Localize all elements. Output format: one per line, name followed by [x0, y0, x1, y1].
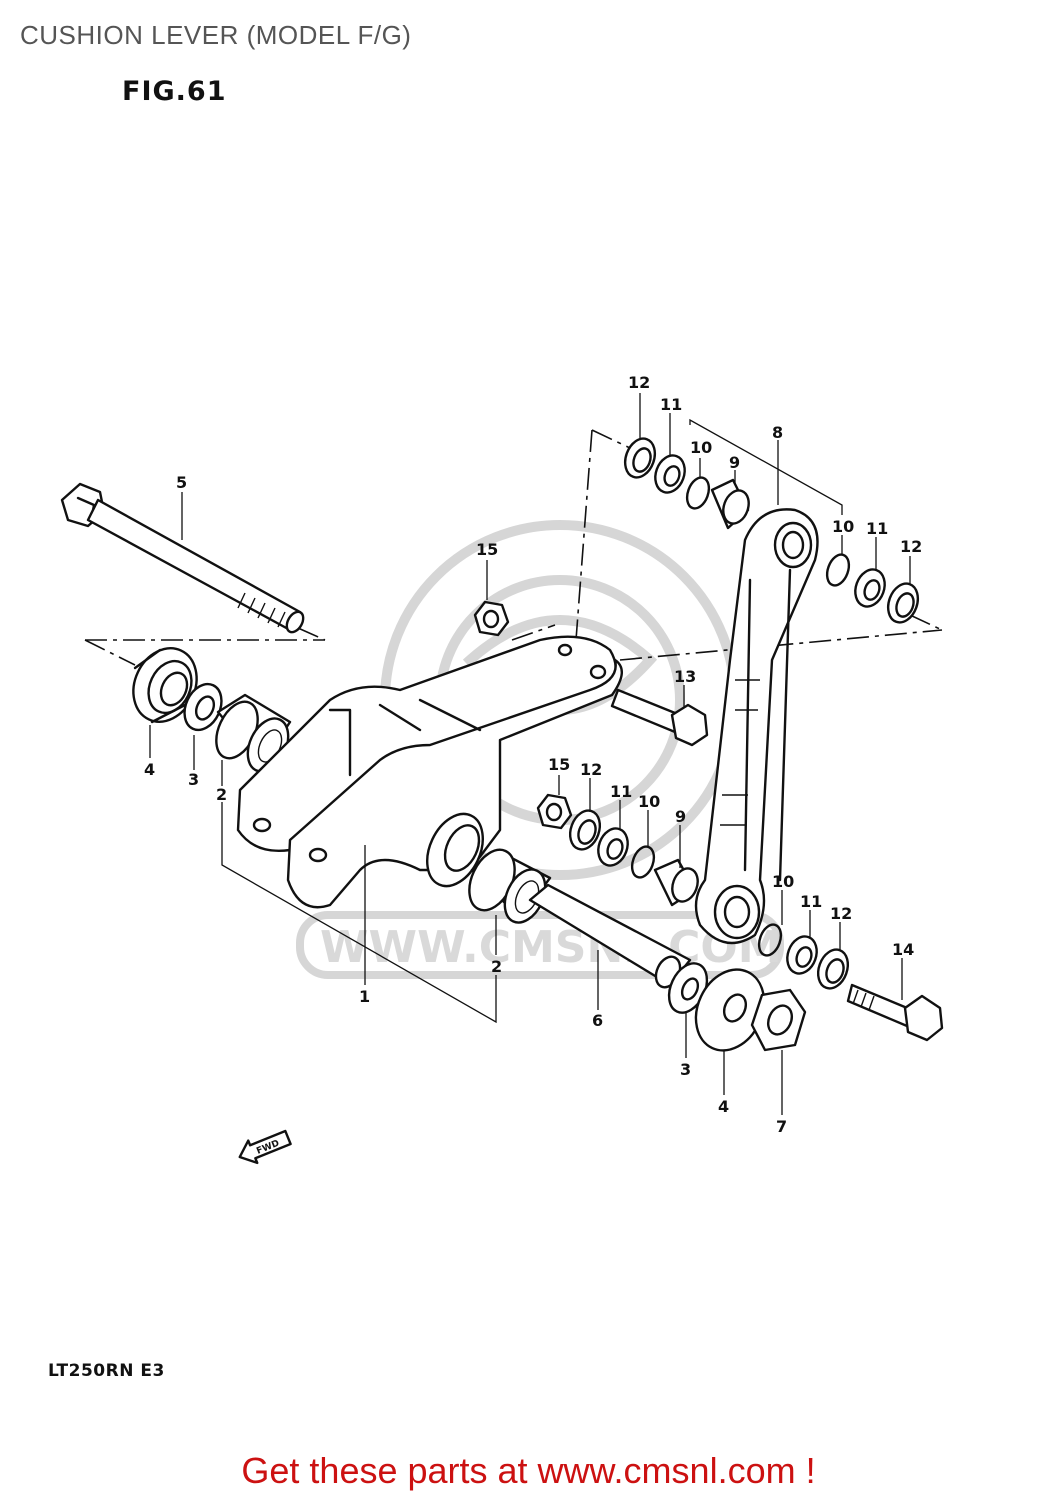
callout-11-lower-right: 11 — [800, 892, 822, 911]
callout-3-left: 3 — [188, 770, 199, 789]
callout-labels: 5 4 3 2 1 2 6 3 4 7 15 15 12 11 10 9 8 1… — [144, 373, 922, 1136]
leader-lines — [149, 393, 911, 1115]
part-9-bushing-lower — [653, 858, 699, 907]
callout-12-mid: 12 — [580, 760, 602, 779]
callout-12-top-right: 12 — [900, 537, 922, 556]
callout-7: 7 — [776, 1117, 787, 1136]
part-15-nut-lower — [536, 793, 573, 830]
part-5-pivot-bolt — [60, 482, 305, 634]
part-4-seal-left — [132, 647, 198, 724]
callout-8: 8 — [772, 423, 783, 442]
part-10-circlip-mid — [630, 845, 656, 879]
assembly-lines — [84, 429, 943, 666]
callout-10-lower-right: 10 — [772, 872, 794, 891]
part-12-seal-lower-right — [816, 948, 850, 990]
callout-10-mid: 10 — [638, 792, 660, 811]
model-code: LT250RN E3 — [48, 1361, 165, 1381]
shop-link-text[interactable]: Get these parts at www.cmsnl.com ! — [241, 1450, 816, 1491]
forward-direction-arrow: FWD — [238, 1129, 292, 1165]
part-12-seal-top-right — [886, 582, 920, 624]
callout-11-top-right: 11 — [866, 519, 888, 538]
part-11-washer-top-left — [654, 454, 686, 494]
part-13-bolt — [610, 688, 709, 747]
callout-9-top: 9 — [729, 453, 740, 472]
callout-2-left: 2 — [216, 785, 227, 804]
callout-2-right: 2 — [491, 957, 502, 976]
callout-10-top-right: 10 — [832, 517, 854, 536]
callout-9-lower: 9 — [675, 807, 686, 826]
callout-15-lower: 15 — [548, 755, 570, 774]
part-8-cushion-rod — [694, 508, 819, 945]
callout-4-right: 4 — [718, 1097, 729, 1116]
callout-11-mid: 11 — [610, 782, 632, 801]
part-11-washer-top-right — [854, 568, 886, 608]
part-12-seal-mid — [568, 809, 602, 851]
part-10-circlip-top-left — [685, 476, 711, 510]
callout-14: 14 — [892, 940, 914, 959]
page-title: CUSHION LEVER (MODEL F/G) — [20, 20, 412, 50]
callout-6: 6 — [592, 1011, 603, 1030]
part-9-bushing-top — [710, 478, 750, 530]
figure-number: FIG.61 — [122, 76, 227, 107]
part-6-spacer — [528, 883, 692, 989]
callout-3-right: 3 — [680, 1060, 691, 1079]
callout-10-top-left: 10 — [690, 438, 712, 457]
callout-15-upper: 15 — [476, 540, 498, 559]
callout-12-top-left: 12 — [628, 373, 650, 392]
callout-12-lower-right: 12 — [830, 904, 852, 923]
callout-5: 5 — [176, 473, 187, 492]
part-12-seal-top-left — [623, 437, 657, 479]
part-2-bearing-left — [215, 693, 292, 773]
part-10-circlip-top-right — [825, 553, 851, 587]
callout-1: 1 — [359, 987, 370, 1006]
part-10-circlip-lower-right — [757, 923, 783, 957]
part-15-nut-upper — [473, 600, 510, 637]
part-11-washer-mid — [597, 827, 629, 867]
part-7-nut — [750, 988, 807, 1052]
part-3-washer-left — [183, 682, 223, 732]
callout-4-left: 4 — [144, 760, 155, 779]
callout-11-top-left: 11 — [660, 395, 682, 414]
part-14-bolt — [846, 983, 944, 1042]
callout-13: 13 — [674, 667, 696, 686]
part-1-cushion-lever — [236, 635, 623, 909]
part-11-washer-lower-right — [786, 935, 818, 975]
